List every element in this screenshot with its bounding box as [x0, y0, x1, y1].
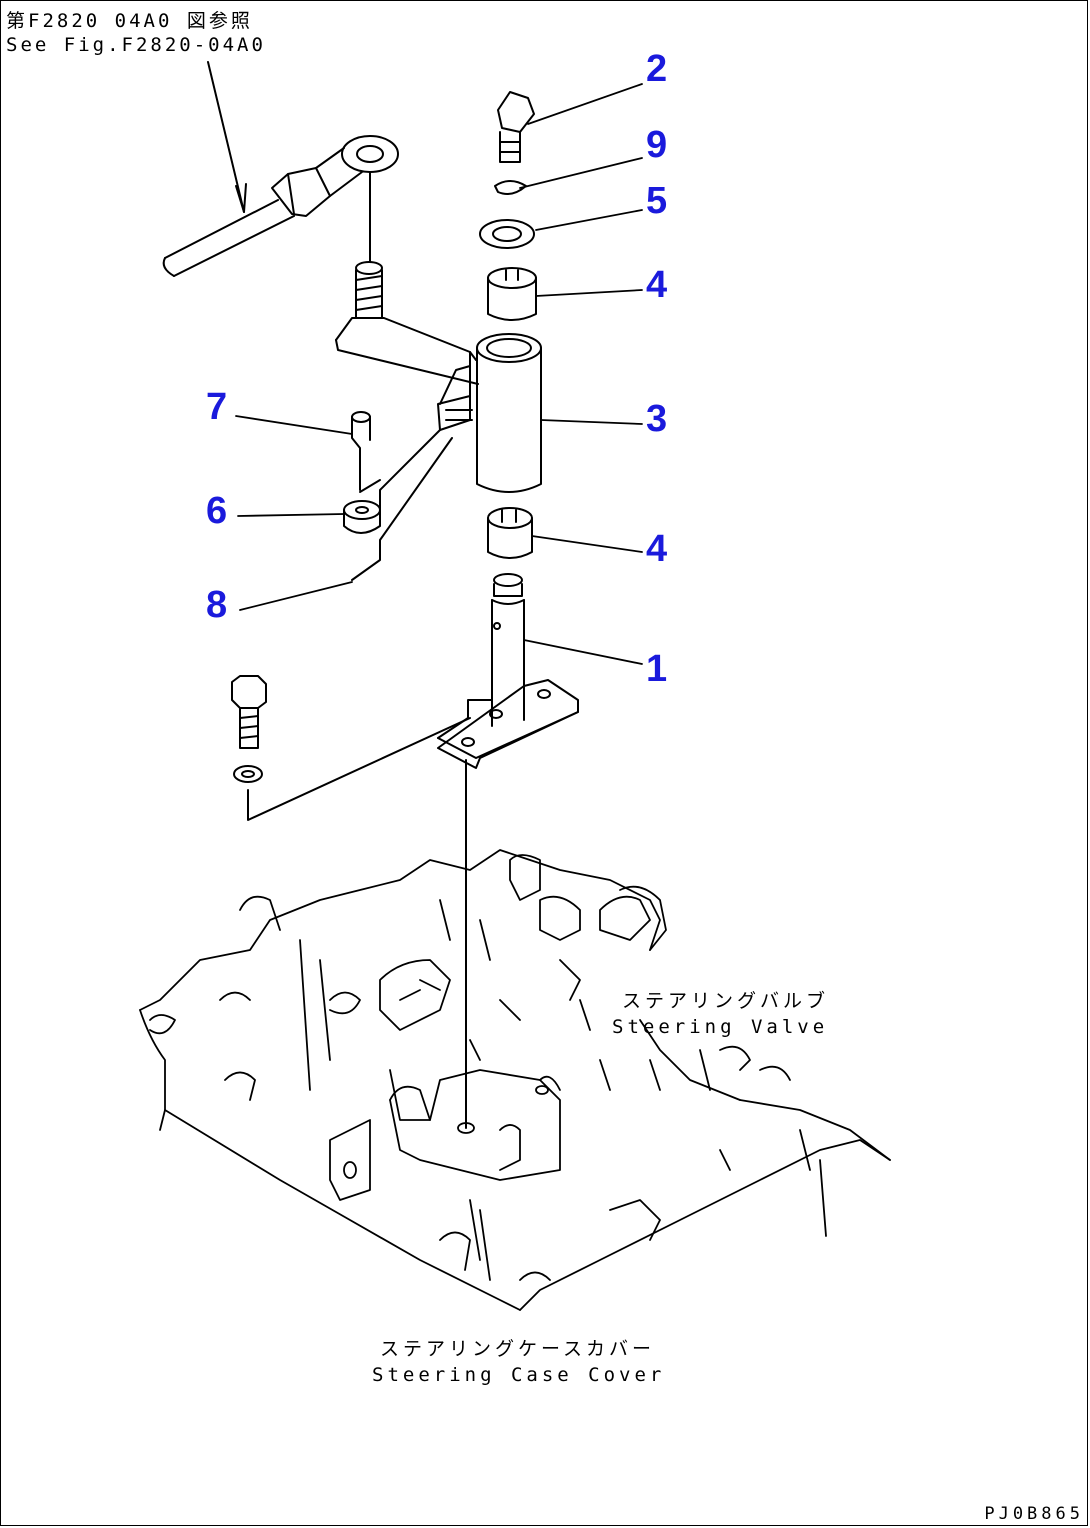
callout-6: 6	[206, 490, 228, 532]
washer-5	[479, 219, 535, 249]
steering-valve-label-ja: ステアリングバルブ	[622, 990, 830, 1012]
callout-7: 7	[206, 386, 228, 428]
reference-en: See Fig.F2820-04A0	[6, 34, 266, 56]
callout-4-lower: 4	[646, 528, 668, 570]
steering-valve-body	[139, 849, 891, 1311]
callout-5: 5	[646, 180, 668, 222]
bushing-4-upper	[487, 267, 537, 321]
elbow-fitting-2	[497, 91, 535, 163]
bushing-4-lower	[487, 507, 533, 559]
callout-8: 8	[206, 584, 228, 626]
nut-6	[343, 500, 381, 534]
reference-arrow	[207, 61, 247, 213]
pin-7	[351, 411, 371, 491]
callout-4-upper: 4	[646, 264, 668, 306]
case-cover-label-en: Steering Case Cover	[372, 1364, 666, 1386]
callout-leaders	[235, 83, 643, 665]
steering-valve-label-en: Steering Valve	[612, 1016, 829, 1038]
rod-end-assembly	[162, 135, 399, 277]
shaft-1	[437, 573, 579, 769]
plate-bolt	[231, 675, 471, 821]
reference-ja: 第F2820 04A0 図参照	[6, 10, 253, 32]
callout-1: 1	[646, 648, 668, 690]
callout-2: 2	[646, 48, 668, 90]
steering-arm	[335, 317, 479, 581]
arm-bolt	[355, 261, 383, 319]
lever-leader-line	[359, 479, 381, 493]
drawing-id: PJ0B865	[984, 1504, 1084, 1524]
callout-9: 9	[646, 124, 668, 166]
callout-3: 3	[646, 398, 668, 440]
case-cover-label-ja: ステアリングケースカバー	[380, 1338, 656, 1360]
boss-3	[476, 333, 542, 493]
